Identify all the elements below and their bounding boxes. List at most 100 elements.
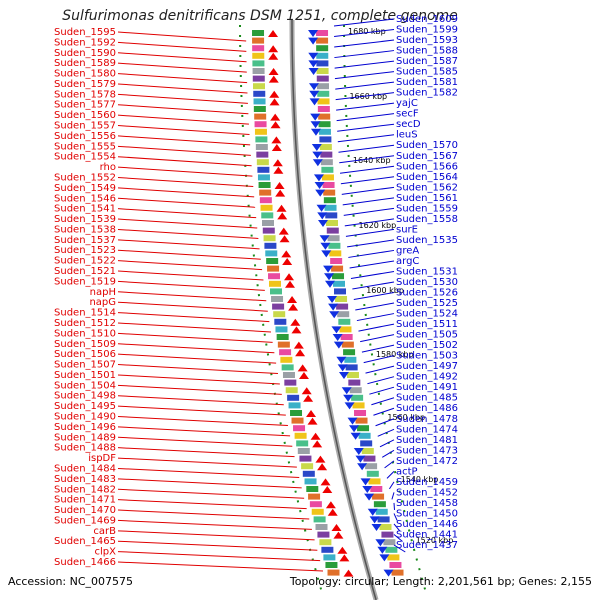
feature-box-right [345,364,358,371]
left-gene-label: Suden_1507 [54,360,116,371]
gene-arrow-left [287,296,298,303]
left-label-connector [117,280,265,291]
feature-box-right [316,37,329,44]
right-label-connector [333,18,395,27]
left-label-connector [117,197,256,208]
left-label-connector [117,260,263,271]
right-gene-label: Suden_1459 [396,477,458,488]
feature-box-right [337,311,350,318]
feature-box-left [271,296,284,302]
feature-box-right [387,554,400,561]
right-label-connector [335,92,395,101]
left-label-connector [117,291,267,302]
feature-box-right [333,280,346,287]
feature-box-left [261,212,274,219]
feature-box-left [317,531,330,538]
feature-box-left [288,402,301,409]
gene-arrow-left [320,478,331,486]
right-label-connector [334,29,395,38]
left-label-connector [117,447,295,458]
feature-box-right [318,128,331,135]
right-gene-label: secF [396,109,419,120]
right-gene-label: Suden_1581 [396,77,458,88]
feature-box-right [377,516,390,523]
feature-box-right [366,470,379,477]
right-label-connector [365,365,395,374]
feature-box-left [293,425,306,432]
feature-box-right [346,372,359,378]
right-gene-label: Suden_1564 [396,172,458,183]
gene-arrow-right [324,273,335,281]
gene-arrow-left [298,372,309,379]
left-gene-label: clpX [95,547,117,558]
feature-box-right [323,189,336,196]
feature-box-right [351,394,364,401]
right-gene-label: Suden_1472 [396,456,458,467]
feature-box-right [385,546,398,553]
feature-box-left [327,569,340,576]
gene-arrow-left [293,341,304,349]
gene-arrow-left [268,30,279,37]
left-gene-label: Suden_1495 [54,401,116,412]
feature-box-left [325,562,338,568]
right-label-connector [377,428,395,437]
right-gene-label: Suden_1535 [396,235,458,246]
right-gene-label: Suden_1561 [396,193,458,204]
left-gene-label: Suden_1546 [54,193,116,204]
gene-arrow-right [333,341,344,349]
left-label-connector [117,343,275,354]
right-label-connector [386,471,395,479]
feature-box-left [296,440,309,447]
left-gene-label: Suden_1580 [54,69,116,80]
gene-arrow-right [379,554,390,562]
feature-box-right [338,318,351,325]
feature-box-right [330,258,343,264]
gene-arrow-right [364,493,375,501]
feature-box-right [368,478,381,485]
left-gene-label: Suden_1519 [54,276,116,287]
gene-arrow-left [303,394,314,402]
right-gene-label: Suden_1458 [396,498,458,509]
left-gene-label: Suden_1489 [54,432,116,443]
right-gene-label: Suden_1441 [396,529,458,540]
right-gene-label: Suden_1473 [396,445,458,456]
left-gene-label: Suden_1471 [54,495,116,506]
kbp-mark-label: 1600 kbp [366,286,404,295]
kbp-mark-label: 1560 kbp [387,413,425,422]
feature-box-right [358,432,371,439]
gene-arrow-right [315,189,326,197]
right-gene-label: Suden_1497 [396,361,458,372]
feature-box-right [316,75,329,82]
left-label-connector [117,301,268,312]
right-gene-label: Suden_1582 [396,88,458,99]
feature-box-left [260,204,273,211]
feature-box-right [316,30,329,36]
right-label-connector [367,376,395,385]
feature-box-right [324,204,337,211]
feature-box-right [326,227,339,234]
left-gene-label: Suden_1498 [54,391,116,402]
feature-box-right [317,106,330,112]
feature-box-left [279,349,292,356]
feature-box-right [327,235,340,242]
gene-arrow-right [367,508,378,516]
left-gene-label: Suden_1488 [54,443,116,454]
feature-box-left [253,90,266,97]
left-label-connector [117,145,251,156]
right-gene-label: Suden_1593 [396,35,458,46]
left-label-connector [117,467,300,478]
feature-box-left [321,546,334,553]
left-label-connector [117,509,310,520]
left-gene-label: Suden_1512 [54,318,116,329]
gene-arrow-left [315,455,326,463]
left-gene-label: Suden_1560 [54,110,116,121]
left-gene-label: Suden_1482 [54,484,116,495]
right-label-connector [391,492,395,500]
gene-arrow-left [268,52,279,60]
feature-box-right [325,212,338,219]
gene-arrow-right [316,204,327,212]
gene-arrow-left [276,204,287,212]
left-label-connector [117,364,278,375]
feature-box-right [340,334,353,340]
gene-arrow-left [331,524,342,531]
